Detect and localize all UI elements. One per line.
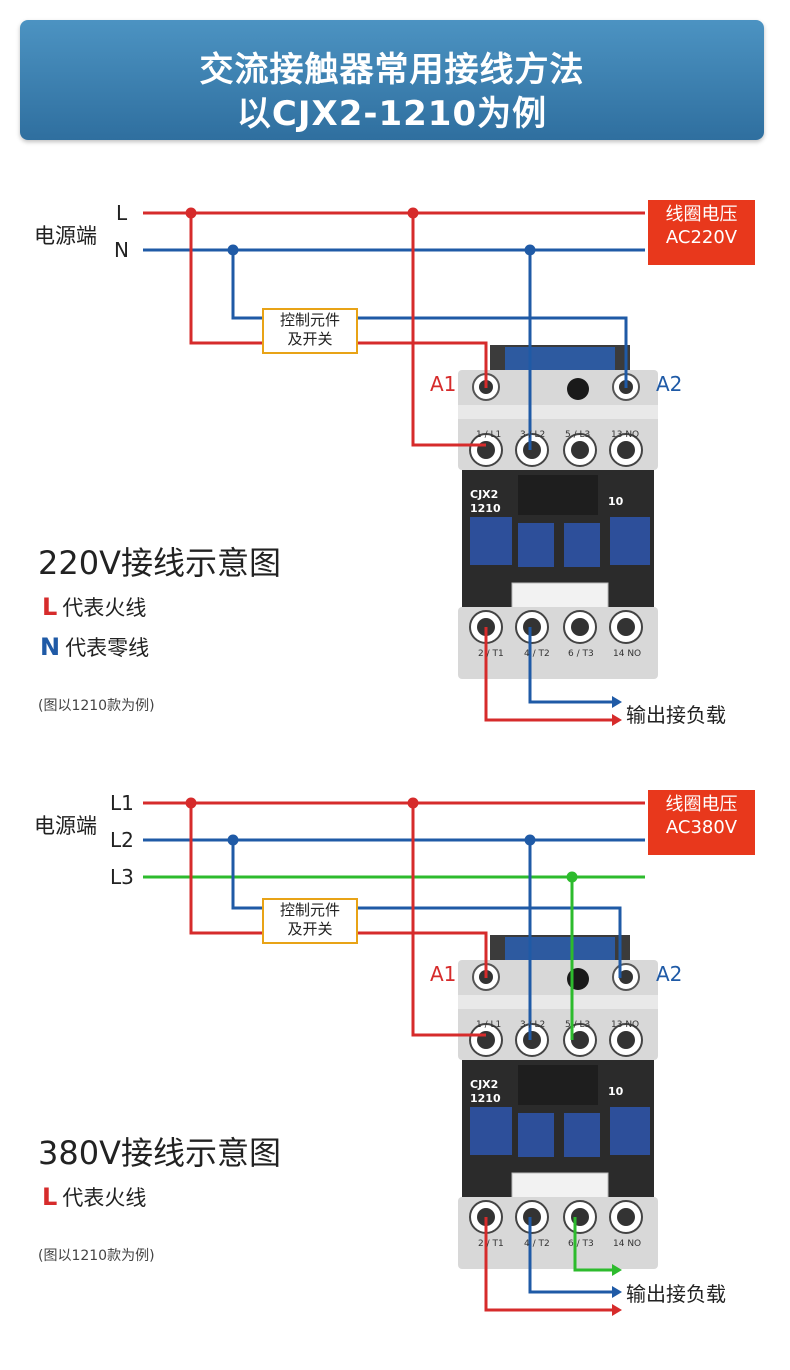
a2-label-220: A2 bbox=[656, 372, 683, 396]
output-load-label-380: 输出接负载 bbox=[626, 1282, 726, 1306]
terminal-bottom-3: 6 / T3 bbox=[568, 1239, 594, 1249]
source-label-380: 电源端 bbox=[34, 814, 97, 838]
contactor-model-220: CJX2 1210 10 bbox=[470, 488, 624, 515]
coil-voltage-value: AC380V bbox=[665, 817, 738, 838]
legend-symbol: L bbox=[42, 593, 58, 621]
source-label-220: 电源端 bbox=[34, 224, 97, 248]
terminal-labels-380: 1 / L1 3 / L2 5 / L3 13 NO 2 / T1 4 / T2… bbox=[476, 1020, 641, 1249]
control-label-line1: 控制元件 bbox=[279, 901, 340, 919]
coil-voltage-label: 线圈电压 bbox=[665, 794, 738, 815]
header-title-line2: 以CJX2-1210为例 bbox=[236, 94, 548, 134]
wires-380 bbox=[143, 801, 645, 1312]
legend-symbol: N bbox=[40, 633, 61, 661]
control-label-line2: 及开关 bbox=[287, 330, 333, 348]
control-switch-box-220: 控制元件 及开关 bbox=[262, 308, 358, 354]
legend-text: 代表零线 bbox=[65, 636, 150, 660]
header-title-line1: 交流接触器常用接线方法 bbox=[199, 50, 585, 90]
junctions-220 bbox=[185, 207, 622, 726]
phase-label-n: N bbox=[114, 238, 129, 262]
model-text: CJX2 bbox=[470, 488, 498, 501]
contactor-model-380: CJX2 1210 10 bbox=[470, 1078, 624, 1105]
aux-text: 10 bbox=[608, 1085, 624, 1098]
model-number: 1210 bbox=[470, 502, 501, 515]
note-220: (图以1210款为例) bbox=[38, 698, 155, 714]
diagram-title-380: 380V接线示意图 bbox=[38, 1134, 281, 1172]
aux-text: 10 bbox=[608, 495, 624, 508]
model-number: 1210 bbox=[470, 1092, 501, 1105]
terminal-top-4: 13 NO bbox=[611, 1020, 639, 1030]
terminal-top-3: 5 / L3 bbox=[565, 1020, 590, 1030]
coil-voltage-box-380: 线圈电压 AC380V bbox=[648, 790, 755, 855]
note-380: (图以1210款为例) bbox=[38, 1248, 155, 1264]
a2-label-380: A2 bbox=[656, 962, 683, 986]
control-switch-box-380: 控制元件 及开关 bbox=[262, 898, 358, 944]
coil-voltage-box-220: 线圈电压 AC220V bbox=[648, 200, 755, 265]
coil-voltage-label: 线圈电压 bbox=[665, 204, 738, 225]
terminal-bottom-4: 14 NO bbox=[613, 649, 641, 659]
diagram-title-220: 220V接线示意图 bbox=[38, 544, 281, 582]
terminal-bottom-1: 2 / T1 bbox=[478, 649, 504, 659]
control-label-line2: 及开关 bbox=[287, 920, 333, 938]
coil-voltage-value: AC220V bbox=[665, 227, 738, 248]
a1-label-220: A1 bbox=[430, 372, 457, 396]
control-label-line1: 控制元件 bbox=[279, 311, 340, 329]
junctions-380 bbox=[185, 797, 622, 1316]
legend-item-l: L 代表火线 bbox=[42, 592, 146, 622]
terminal-bottom-2: 4 / T2 bbox=[524, 649, 550, 659]
phase-label-l: L bbox=[116, 201, 128, 225]
legend-symbol: L bbox=[42, 1183, 58, 1211]
terminal-top-2: 3 / L2 bbox=[520, 1020, 545, 1030]
a1-label-380: A1 bbox=[430, 962, 457, 986]
terminal-top-1: 1 / L1 bbox=[476, 1020, 501, 1030]
terminal-top-2: 3 / L2 bbox=[520, 430, 545, 440]
model-text: CJX2 bbox=[470, 1078, 498, 1091]
terminal-top-4: 13 NO bbox=[611, 430, 639, 440]
phase-label-l1: L1 bbox=[110, 791, 134, 815]
terminal-bottom-3: 6 / T3 bbox=[568, 649, 594, 659]
wires-220 bbox=[143, 211, 645, 722]
phase-label-l2: L2 bbox=[110, 828, 134, 852]
terminal-bottom-2: 4 / T2 bbox=[524, 1239, 550, 1249]
terminal-labels-220: 1 / L1 3 / L2 5 / L3 13 NO 2 / T1 4 / T2… bbox=[476, 430, 641, 659]
terminal-bottom-4: 14 NO bbox=[613, 1239, 641, 1249]
terminal-top-3: 5 / L3 bbox=[565, 430, 590, 440]
phase-label-l3: L3 bbox=[110, 865, 134, 889]
legend-item-l: L 代表火线 bbox=[42, 1182, 146, 1212]
legend-text: 代表火线 bbox=[62, 1186, 147, 1210]
terminal-bottom-1: 2 / T1 bbox=[478, 1239, 504, 1249]
legend-item-n: N 代表零线 bbox=[40, 632, 149, 662]
terminal-top-1: 1 / L1 bbox=[476, 430, 501, 440]
legend-text: 代表火线 bbox=[62, 596, 147, 620]
header-banner: 交流接触器常用接线方法 以CJX2-1210为例 bbox=[20, 20, 764, 140]
output-load-label-220: 输出接负载 bbox=[626, 703, 726, 727]
